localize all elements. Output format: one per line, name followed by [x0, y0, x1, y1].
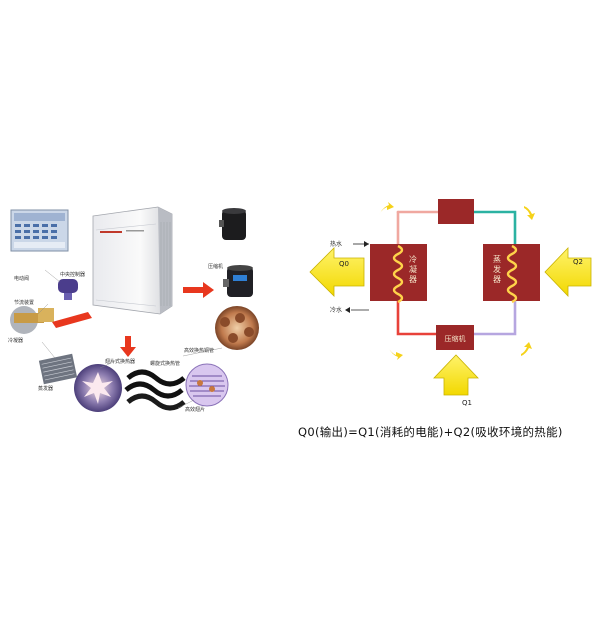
evaporator-label-ch3: 器	[493, 275, 501, 284]
red-arrow-down	[120, 336, 136, 357]
heat-pump-unit	[92, 206, 173, 315]
water-pointers: 热水 冷水	[330, 240, 369, 314]
condenser-label: 冷凝器	[409, 254, 417, 284]
arrow-q0-output: Q0	[309, 247, 365, 297]
evaporator-label-ch1: 蒸	[493, 254, 501, 264]
leader-lines	[37, 269, 223, 409]
motorized-valve	[58, 279, 78, 300]
label-compressor: 压缩机	[208, 263, 223, 270]
label-q1: Q1	[462, 399, 472, 407]
label-valve-2: 节流装置	[14, 299, 34, 306]
label-evaporator: 蒸发器	[38, 385, 53, 392]
label-q0: Q0	[339, 260, 349, 268]
label-hot-water: 热水	[330, 240, 342, 248]
flow-arrows	[379, 202, 535, 360]
evaporator-label-ch2: 发	[493, 264, 501, 274]
brass-valve-assembly	[10, 306, 92, 334]
label-controller: 中央控制器	[60, 271, 85, 278]
arrow-q1-input: Q1	[433, 354, 479, 407]
coil-heat-exchanger	[124, 369, 186, 411]
fin-heat-exchanger	[185, 363, 229, 407]
condenser-box: 冷凝器	[370, 244, 427, 304]
label-fin-exchanger: 翅片式换热器	[105, 358, 135, 365]
label-condenser: 冷凝器	[8, 337, 23, 344]
spiral-tube-cross-section	[74, 364, 122, 412]
condenser-label-ch3: 器	[409, 275, 417, 284]
label-high-eff-fin: 高效翅片	[185, 406, 205, 413]
equipment-collage: 中央控制器 电动阀 节流装置 冷凝器 压缩机 高效换热铜管 翅片式换热器 螺旋式…	[8, 206, 259, 413]
scroll-compressor-top	[219, 208, 246, 240]
label-spiral-tube: 螺旋式换热管	[150, 360, 180, 367]
refrigerant-loop	[396, 210, 517, 336]
label-copper-tube: 高效换热铜管	[184, 347, 214, 354]
evaporator-label: 蒸发器	[493, 254, 501, 284]
label-valve: 电动阀	[14, 275, 29, 282]
red-arrow-right	[183, 282, 214, 298]
heat-pump-cycle-diagram: 压缩机 冷凝器 蒸发器 Q0	[309, 199, 592, 407]
compressor-block: 压缩机	[436, 325, 474, 350]
arrow-q2-input: Q2	[544, 247, 592, 297]
condenser-label-ch1: 冷	[409, 254, 417, 264]
scroll-compressor-mid	[223, 265, 253, 297]
controller-screen	[10, 209, 69, 252]
label-q2: Q2	[573, 258, 583, 266]
copper-tube-cross-section	[215, 306, 259, 350]
expansion-valve	[438, 199, 474, 224]
label-cold-water: 冷水	[330, 306, 342, 314]
fin-block	[38, 353, 78, 385]
compressor-label: 压缩机	[445, 334, 466, 343]
evaporator-box: 蒸发器	[483, 244, 540, 304]
energy-formula: Q0(输出)=Q1(消耗的电能)+Q2(吸收环境的热能)	[298, 425, 563, 439]
condenser-label-ch2: 凝	[409, 264, 417, 274]
